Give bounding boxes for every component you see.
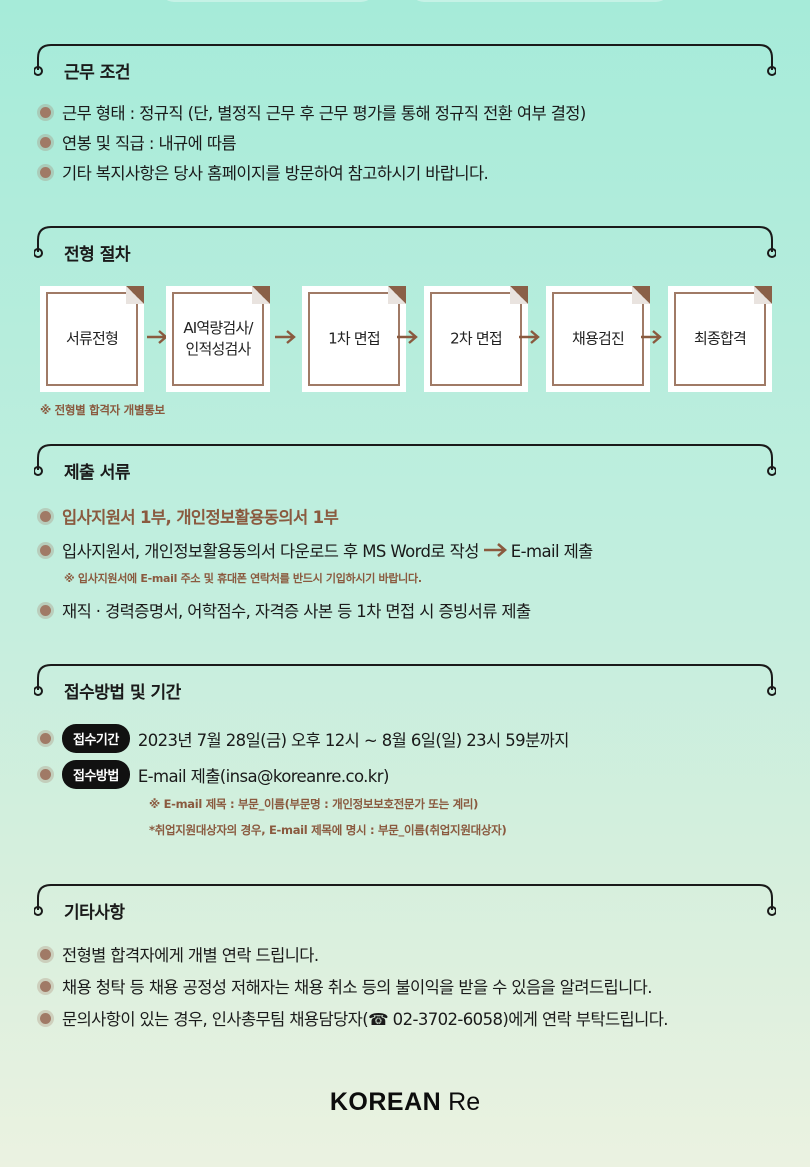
process-note: ※ 전형별 합격자 개별통보 xyxy=(40,403,165,417)
application-note: ※ E-mail 제목 : 부문_이름(부문명 : 개인정보보호전문가 또는 계… xyxy=(149,797,479,811)
top-decoration xyxy=(0,0,810,10)
period-badge: 접수기간 xyxy=(62,724,130,753)
method-badge: 접수방법 xyxy=(62,760,130,789)
step-second-interview: 2차 면접 xyxy=(424,286,528,392)
step-document-screening: 서류전형 xyxy=(40,286,144,392)
list-item: 연봉 및 직급 : 내규에 따름 xyxy=(40,130,237,154)
email-link[interactable]: E-mail 제출(insa@koreanre.co.kr) xyxy=(137,766,390,786)
section-frame xyxy=(34,226,776,258)
arrow-right-icon xyxy=(397,330,418,344)
arrow-right-icon xyxy=(147,330,168,344)
list-item: 근무 형태 : 정규직 (단, 별정직 근무 후 근무 평가를 통해 정규직 전… xyxy=(40,100,586,124)
list-item: 문의사항이 있는 경우, 인사총무팀 채용담당자(☎ 02-3702-6058)… xyxy=(40,1006,669,1030)
section-title: 근무 조건 xyxy=(64,63,130,83)
list-item: 입사지원서 1부, 개인정보활용동의서 1부 xyxy=(40,504,339,528)
arrow-right-icon xyxy=(519,330,540,344)
section-frame xyxy=(34,44,776,76)
step-medical-checkup: 채용검진 xyxy=(546,286,650,392)
documents-note: ※ 입사지원서에 E-mail 주소 및 휴대폰 연락처를 반드시 기입하시기 … xyxy=(64,572,422,585)
list-item: 채용 청탁 등 채용 공정성 저해자는 채용 취소 등의 불이익을 받을 수 있… xyxy=(40,974,653,998)
arrow-right-icon xyxy=(275,330,296,344)
arrow-right-icon xyxy=(483,543,507,557)
list-item: 입사지원서, 개인정보활용동의서 다운로드 후 MS Word로 작성 E-ma… xyxy=(40,538,593,562)
section-frame xyxy=(34,884,776,916)
section-title: 접수방법 및 기간 xyxy=(64,683,181,703)
step-ai-aptitude: AI역량검사/인적성검사 xyxy=(166,286,270,392)
list-item: 기타 복지사항은 당사 홈페이지를 방문하여 참고하시기 바랍니다. xyxy=(40,160,489,184)
list-item: 재직 · 경력증명서, 어학점수, 자격증 사본 등 1차 면접 시 증빙서류 … xyxy=(40,598,531,622)
step-final-pass: 최종합격 xyxy=(668,286,772,392)
step-first-interview: 1차 면접 xyxy=(302,286,406,392)
section-title: 기타사항 xyxy=(64,903,125,923)
list-item: 접수방법 E-mail 제출(insa@koreanre.co.kr) xyxy=(40,760,389,789)
process-steps: 서류전형 AI역량검사/인적성검사 1차 면접 2차 면접 채용검진 최종합격 xyxy=(40,286,780,394)
section-title: 전형 절차 xyxy=(64,245,130,265)
list-item: 전형별 합격자에게 개별 연락 드립니다. xyxy=(40,942,319,966)
section-frame xyxy=(34,444,776,476)
section-title: 제출 서류 xyxy=(64,463,130,483)
company-logo: KOREAN Re xyxy=(329,1088,481,1116)
section-frame xyxy=(34,664,776,696)
arrow-right-icon xyxy=(641,330,662,344)
application-note: *취업지원대상자의 경우, E-mail 제목에 명시 : 부문_이름(취업지원… xyxy=(149,823,507,837)
